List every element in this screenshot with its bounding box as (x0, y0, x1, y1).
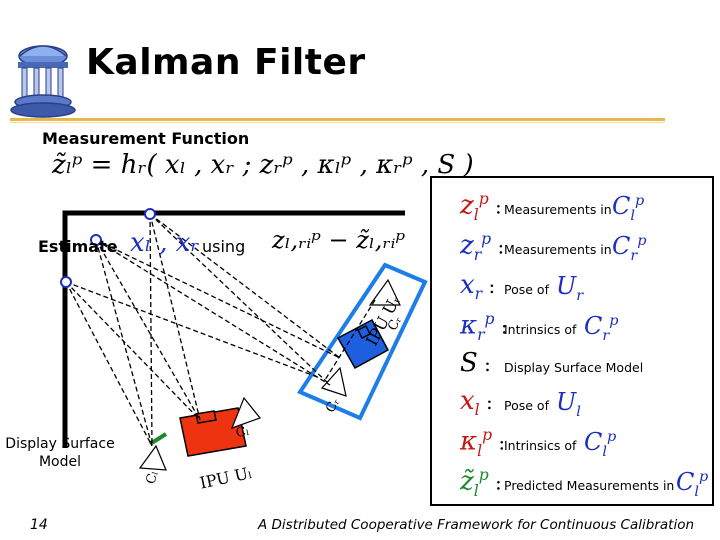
title-divider-thin (10, 122, 665, 123)
camera-left-bottom (138, 444, 167, 471)
legend-symbol: xl : (460, 386, 493, 420)
legend-variable: Clp (612, 192, 645, 224)
legend-symbol: z̃lp : (460, 466, 502, 500)
surface-point-2 (90, 234, 102, 246)
projector-left-body (179, 407, 247, 457)
legend-symbol: S : (460, 348, 491, 378)
estimate-label: Estimate (38, 237, 118, 256)
legend-variable: Ul (556, 388, 581, 420)
legend-description: Display Surface Model (504, 360, 644, 375)
legend-row: κlp :Intrinsics of Clp (432, 426, 712, 464)
surface-point-3 (60, 276, 72, 288)
camera-left-top (230, 396, 261, 430)
footer-text: A Distributed Cooperative Framework for … (258, 517, 695, 533)
camera-right-top (368, 278, 401, 306)
legend-description: Intrinsics of (504, 438, 577, 453)
page-number: 14 (30, 517, 48, 533)
projector-right-lens (356, 324, 372, 340)
slide-title: Kalman Filter (86, 42, 366, 83)
legend-description: Pose of (504, 398, 549, 413)
legend-variable: Ur (556, 272, 584, 304)
display-surface-label: Display Surface Model (5, 436, 115, 470)
legend-variable: Clp (676, 468, 709, 500)
legend-description: Predicted Measurements in (504, 478, 675, 493)
legend-description: Intrinsics of (504, 322, 577, 337)
legend-row: xr : Pose of Ur (432, 270, 712, 308)
legend-variable: Crp (584, 312, 619, 344)
display-surface-wall (62, 210, 405, 448)
estimate-vars: xₗ , xᵣ (130, 228, 200, 258)
legend-description: Measurements in (504, 242, 612, 257)
legend-variable: Crp (612, 232, 647, 264)
measurement-equation-text: z̃ₗᵖ = hᵣ( xₗ , xᵣ ; zᵣᵖ , κₗᵖ , κᵣᵖ , S… (52, 150, 474, 180)
measurement-equation: z̃ₗᵖ = hᵣ( xₗ , xᵣ ; zᵣᵖ , κₗᵖ , κᵣᵖ , S… (52, 150, 474, 180)
projection-rays (65, 213, 376, 447)
camera-left-top-label: Cₗ (234, 423, 251, 442)
using-expression: zₗ,ᵣᵢᵖ − z̃ₗ,ᵣᵢᵖ (272, 226, 406, 254)
legend-symbol: κrp : (460, 310, 508, 344)
title-divider (10, 118, 665, 121)
legend-symbol: κlp : (460, 426, 506, 460)
legend-variable: Clp (584, 428, 617, 460)
temple-logo-icon (10, 45, 76, 118)
legend-symbol: zrp : (460, 230, 505, 264)
legend-description: Pose of (504, 282, 549, 297)
projector-right-body (336, 318, 390, 370)
legend-row: κrp :Intrinsics of Crp (432, 310, 712, 348)
camera-right-bottom (320, 366, 347, 397)
predicted-measurement-mark (148, 432, 168, 446)
projector-left-lens (195, 410, 217, 424)
legend-symbol: xr : (460, 270, 496, 304)
legend-symbol: zlp : (460, 190, 502, 224)
legend-row: S : Display Surface Model (432, 348, 712, 386)
surface-point-1 (144, 208, 156, 220)
using-label: using (202, 237, 246, 256)
legend-row: xl : Pose of Ul (432, 386, 712, 424)
subheading: Measurement Function (42, 129, 250, 148)
legend-description: Measurements in (504, 202, 612, 217)
